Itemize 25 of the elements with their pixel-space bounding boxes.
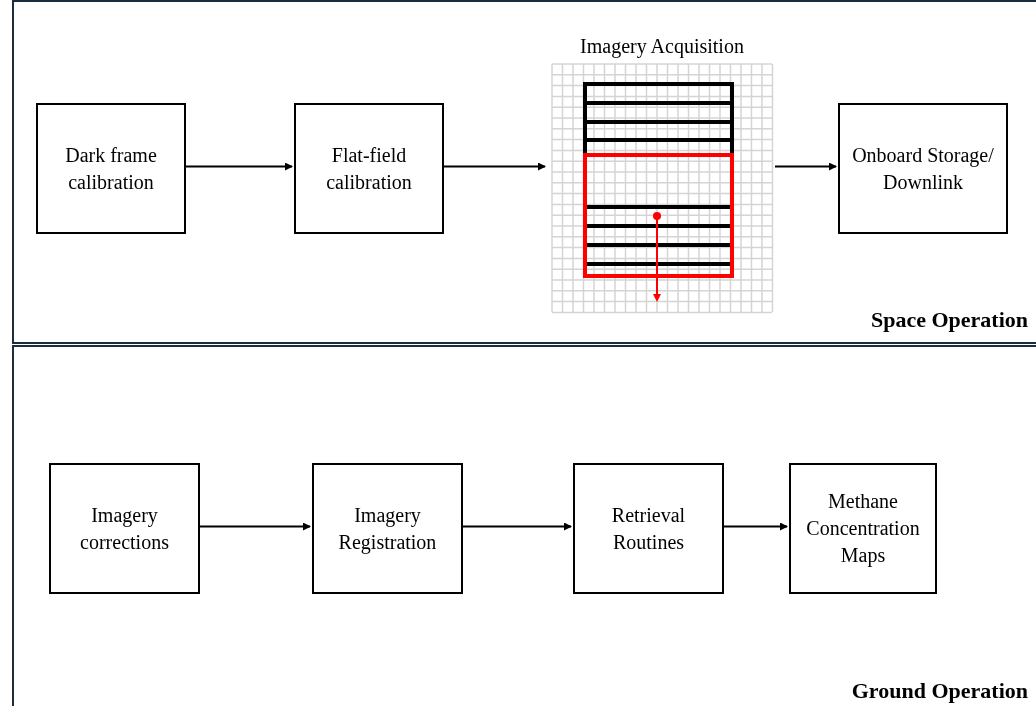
panel-title: Space Operation	[870, 306, 1028, 334]
arrow	[774, 162, 837, 171]
process-label: Methane Concentration Maps	[805, 489, 921, 569]
operation-panel	[12, 0, 1036, 344]
arrow	[721, 522, 788, 531]
process-box	[838, 103, 1008, 234]
process-box	[49, 463, 200, 594]
operation-panel	[12, 345, 1036, 706]
process-box	[312, 463, 463, 594]
process-box	[294, 103, 444, 234]
process-label: Imagery Registration	[337, 502, 438, 556]
process-box	[36, 103, 186, 234]
arrow	[183, 162, 293, 171]
process-box	[789, 463, 937, 594]
process-label: Flat-field calibration	[325, 142, 413, 195]
process-box	[573, 463, 724, 594]
process-label: Onboard Storage/ Downlink	[851, 142, 995, 195]
arrow	[441, 162, 546, 171]
panel-title: Ground Operation	[851, 677, 1028, 705]
process-label: Imagery corrections	[79, 502, 170, 555]
process-label: Retrieval Routines	[610, 502, 687, 555]
arrow	[460, 522, 572, 531]
process-label: Dark frame calibration	[64, 142, 158, 195]
stage-heading: Imagery Acquisition	[579, 34, 745, 58]
arrow	[197, 522, 311, 531]
